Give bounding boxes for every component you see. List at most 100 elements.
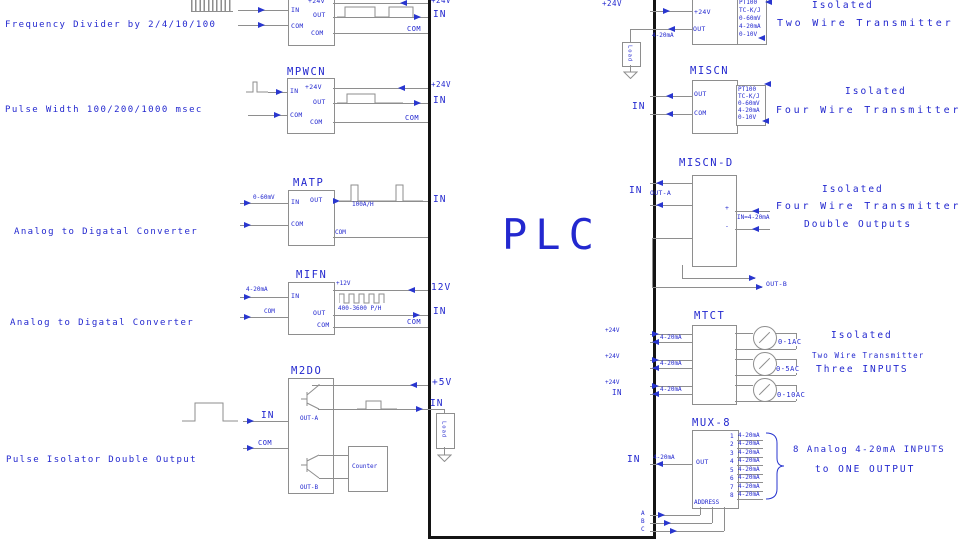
- wire-in-label: IN: [261, 410, 275, 421]
- channel-label: 4-20mA: [738, 466, 760, 473]
- plc-pin-24v: +24V: [605, 379, 620, 386]
- wire: [652, 287, 762, 288]
- arrow-left-icon: [765, 0, 772, 5]
- wire: [630, 29, 692, 30]
- load-box: [436, 413, 455, 449]
- mifn-caption: Analog to Digatal Converter: [10, 318, 195, 328]
- port-out: OUT: [313, 98, 326, 106]
- wire-4-20ma-label: 4-20mA: [653, 454, 675, 461]
- port-com: COM: [310, 118, 323, 126]
- arrow-right-icon: [652, 382, 659, 389]
- wire-com-label: COM: [258, 439, 273, 447]
- miscn-desc-1: Isolated: [845, 86, 907, 97]
- wire: [735, 349, 796, 350]
- arrow-left-icon: [752, 207, 759, 214]
- mtct-box: [692, 325, 737, 405]
- arrow-right-icon: [749, 274, 756, 281]
- miscn-box: [692, 80, 738, 134]
- port-com: COM: [317, 321, 330, 329]
- miscn-input-list-box: [736, 85, 766, 126]
- miscnd-box: [692, 175, 737, 267]
- input-option: 4-20mA: [738, 107, 760, 114]
- port-com: COM: [694, 109, 707, 117]
- plc-pin-com: COM: [405, 114, 420, 122]
- plc-label: PLC: [502, 210, 602, 259]
- plc-pin-com: COM: [407, 318, 422, 326]
- wire-com-label: COM: [264, 308, 275, 315]
- port-out-b: OUT-B: [300, 484, 319, 491]
- plc-pin-in: IN: [433, 306, 447, 317]
- wire: [333, 33, 428, 34]
- arrow-left-icon: [398, 84, 405, 91]
- wire: [240, 297, 288, 298]
- wire: [735, 359, 753, 360]
- pulse-waveform-icon: [339, 184, 423, 202]
- plc-pin-in: IN: [430, 398, 444, 409]
- wire: [775, 333, 796, 334]
- channel-label: 4-20mA: [738, 432, 760, 439]
- port-24v: +24V: [305, 83, 322, 91]
- wire: [248, 115, 288, 116]
- plc-pin-5v: +5V: [432, 377, 453, 388]
- arrow-right-icon: [416, 405, 423, 412]
- arrow-left-icon: [762, 118, 769, 124]
- wire: [735, 401, 796, 402]
- wire: [333, 237, 428, 238]
- mux8-desc-1: 8 Analog 4-20mA INPUTS: [793, 445, 946, 455]
- arrow-right-icon: [652, 356, 659, 363]
- transistor-icon: [301, 384, 320, 410]
- input-option: PT100: [738, 86, 757, 93]
- matp-title: MATP: [293, 177, 325, 189]
- wire: [650, 205, 692, 206]
- arrow-left-icon: [666, 92, 673, 99]
- wire: [333, 88, 428, 89]
- arrow-right-icon: [413, 311, 420, 318]
- miscn-desc-2: Four Wire Transmitter: [776, 105, 960, 116]
- miscnd-title: MISCN-D: [679, 157, 734, 169]
- channel-number: 1: [730, 433, 734, 440]
- wire: [650, 531, 724, 532]
- arrow-left-icon: [656, 179, 663, 186]
- wire: [775, 385, 796, 386]
- channel-number: 2: [730, 441, 734, 448]
- wire: [243, 448, 288, 449]
- current-transformer-icon: [753, 352, 777, 376]
- port-out: OUT: [694, 90, 707, 98]
- pulse-train-icon: [191, 0, 233, 12]
- wire: [737, 499, 763, 500]
- narrow-pulse-icon: [246, 81, 268, 93]
- plc-pin-in: IN: [433, 95, 447, 106]
- wire: [240, 225, 288, 226]
- arrow-right-icon: [247, 444, 254, 451]
- wire: [724, 507, 725, 531]
- port-in: IN: [291, 198, 300, 206]
- arrow-right-icon: [274, 111, 281, 118]
- channel-number: 7: [730, 484, 734, 491]
- channel-label: 4-20mA: [738, 491, 760, 498]
- ct-range: 0-1AC: [778, 338, 802, 346]
- arrow-right-icon: [258, 6, 265, 13]
- pulse-waveform-icon: [357, 400, 397, 410]
- channel-label: 4-20mA: [738, 474, 760, 481]
- wire: [650, 464, 692, 465]
- wire-12v-label: +12V: [336, 280, 351, 287]
- wire: [737, 448, 763, 449]
- plc-pin-in: IN: [612, 388, 623, 397]
- arrow-right-icon: [244, 313, 251, 320]
- arrow-left-icon: [652, 390, 659, 397]
- wire: [650, 183, 692, 184]
- miscnd-input-label: IN=4-20mA: [737, 214, 770, 221]
- wire: [737, 482, 763, 483]
- port-24v: +24V: [694, 8, 711, 16]
- twt-desc-1: Isolated: [812, 0, 874, 11]
- input-option: 0-10V: [738, 114, 757, 121]
- miscnd-desc-2: Four Wire Transmitter: [776, 201, 960, 212]
- port-com: COM: [290, 111, 303, 119]
- matp-rate: 100A/H: [352, 201, 374, 208]
- matp-range: 0-60mV: [253, 194, 275, 201]
- current-transformer-icon: [753, 378, 777, 402]
- arrow-left-icon: [400, 0, 407, 6]
- load-label: Load: [440, 421, 447, 439]
- load-label: Load: [626, 44, 633, 63]
- arrow-left-icon: [764, 81, 771, 87]
